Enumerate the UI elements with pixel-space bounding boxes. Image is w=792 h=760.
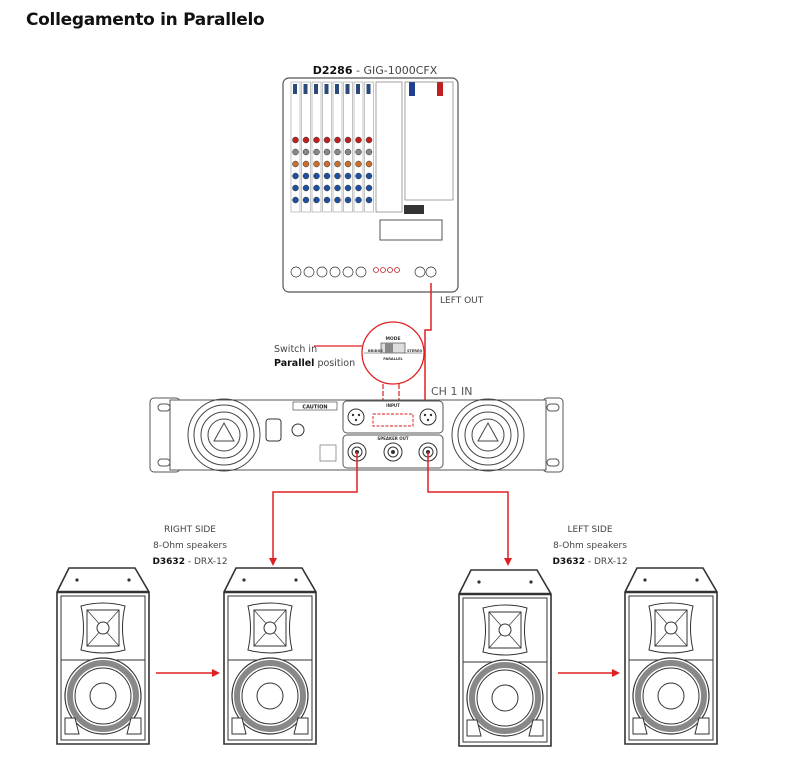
speaker-left-1 bbox=[459, 570, 551, 746]
right-side-impedance: 8-Ohm speakers bbox=[153, 541, 227, 551]
mode-label: MODE bbox=[385, 336, 400, 342]
caution-text: CAUTION bbox=[302, 405, 327, 411]
mixer-fader-blue bbox=[409, 82, 415, 96]
fuse-icon bbox=[291, 423, 305, 437]
mixer-rca-jack bbox=[387, 267, 393, 273]
mixer-channel-strip bbox=[322, 81, 332, 213]
right-side-code: D3632 bbox=[152, 557, 185, 567]
cable-left-out bbox=[421, 283, 432, 411]
mixer-channel-strip bbox=[311, 81, 322, 213]
mode-switch-callout: MODE BRIDGE STEREO PARALLEL bbox=[314, 321, 425, 418]
right-side-model-name: DRX-12 bbox=[193, 557, 228, 567]
right-side-sep: - bbox=[184, 557, 194, 567]
amplifier-device: CAUTION INPUT SPEAKER OUT bbox=[149, 397, 564, 473]
input-panel-label: INPUT bbox=[386, 403, 400, 408]
left-side-impedance: 8-Ohm speakers bbox=[553, 541, 627, 551]
mixer-xlr-input bbox=[303, 266, 315, 278]
parallel-option: PARALLEL bbox=[383, 357, 403, 361]
speakon-bridge-icon bbox=[383, 442, 403, 462]
mixer-rca-jack bbox=[394, 267, 400, 273]
mixer-xlr-input bbox=[342, 266, 354, 278]
xlr-ch1-icon bbox=[419, 408, 437, 426]
mixer-xlr-input bbox=[290, 266, 302, 278]
mixer-xlr-input bbox=[329, 266, 341, 278]
mixer-channel-strip bbox=[332, 81, 343, 213]
page-title: Collegamento in Parallelo bbox=[26, 10, 265, 30]
mixer-channel-strip bbox=[353, 81, 364, 213]
stereo-option: STEREO bbox=[407, 349, 422, 353]
right-side-label: RIGHT SIDE 8-Ohm speakers D3632 - DRX-12 bbox=[115, 522, 265, 570]
speaker-right-2 bbox=[224, 568, 316, 744]
right-side-model: D3632 - DRX-12 bbox=[115, 554, 265, 570]
bridge-option: BRIDGE bbox=[368, 349, 383, 353]
mixer-main-out bbox=[414, 266, 426, 278]
mixer-rca-jack bbox=[380, 267, 386, 273]
mixer-rca-jack bbox=[373, 267, 379, 273]
mixer-main-out bbox=[425, 266, 437, 278]
mixer-separator: - bbox=[352, 64, 364, 77]
mixer-channel-strip bbox=[301, 81, 311, 213]
mixer-input-row bbox=[290, 266, 437, 278]
mixer-xlr-input bbox=[316, 266, 328, 278]
switch-callout-line1: Switch in bbox=[274, 344, 318, 355]
left-side-title: LEFT SIDE bbox=[567, 525, 613, 535]
input-panel bbox=[342, 400, 444, 434]
speaker-out-label: SPEAKER OUT bbox=[377, 436, 409, 441]
speaker-right-1 bbox=[57, 568, 149, 744]
mixer-model: GIG-1000CFX bbox=[363, 64, 438, 77]
switch-callout-rest: position bbox=[314, 358, 356, 369]
mixer-logo bbox=[404, 205, 424, 214]
cable-ch1-to-left-speaker bbox=[427, 452, 512, 566]
switch-callout-label: Switch in Parallel position bbox=[274, 343, 355, 371]
mixer-code: D2286 bbox=[312, 64, 353, 77]
left-out-label: LEFT OUT bbox=[440, 296, 484, 306]
mixer-device bbox=[282, 77, 459, 293]
switch-callout-bold: Parallel bbox=[274, 358, 315, 369]
mixer-channel-strip bbox=[364, 81, 374, 213]
cable-ch2-to-right-speaker bbox=[269, 452, 358, 566]
left-side-code: D3632 bbox=[552, 557, 585, 567]
left-side-label: LEFT SIDE 8-Ohm speakers D3632 - DRX-12 bbox=[515, 522, 665, 570]
left-side-sep: - bbox=[584, 557, 594, 567]
mixer-label: D2286 - GIG-1000CFX bbox=[300, 64, 450, 77]
caution-label bbox=[292, 401, 338, 411]
left-side-model-name: DRX-12 bbox=[593, 557, 628, 567]
mixer-channel-strip bbox=[343, 81, 353, 213]
mixer-xlr-input bbox=[355, 266, 367, 278]
right-side-title: RIGHT SIDE bbox=[164, 525, 216, 535]
ch1-in-label: CH 1 IN bbox=[431, 385, 473, 398]
xlr-ch2-icon bbox=[347, 408, 365, 426]
switch-callout-line2: Parallel position bbox=[274, 357, 355, 371]
mixer-channel-strips bbox=[290, 81, 374, 213]
speaker-left-2 bbox=[625, 568, 717, 744]
left-side-model: D3632 - DRX-12 bbox=[515, 554, 665, 570]
mixer-channel-strip bbox=[290, 81, 301, 213]
mixer-fader-red bbox=[437, 82, 443, 96]
power-inlet-icon bbox=[265, 418, 282, 442]
mixer-display bbox=[379, 219, 443, 241]
